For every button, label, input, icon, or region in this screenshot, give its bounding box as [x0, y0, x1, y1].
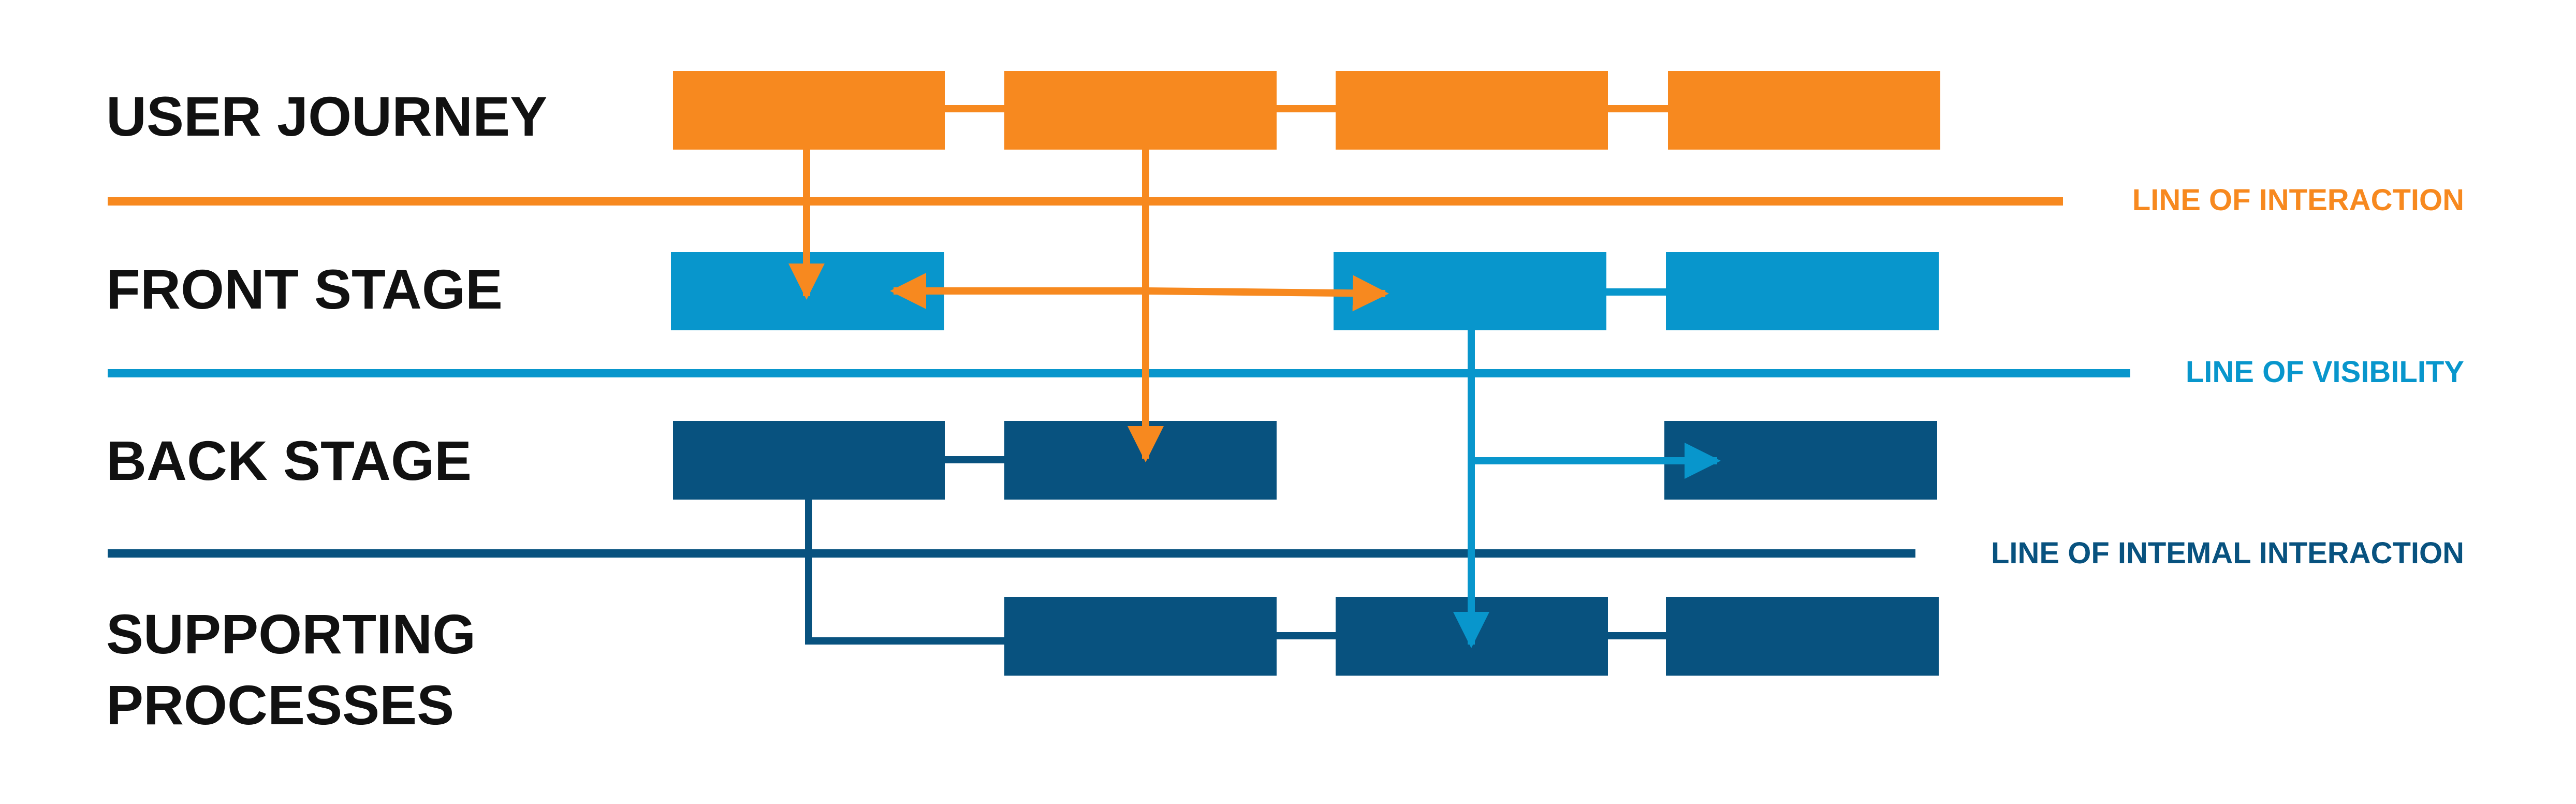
user-journey-steps	[673, 71, 1940, 150]
arrow-front-to-step2	[1145, 275, 1389, 312]
line-of-interaction-label: LINE OF INTERACTION	[2132, 183, 2464, 217]
lane-label-processes: PROCESSES	[106, 674, 454, 736]
user-journey-step-4	[1668, 71, 1940, 150]
front-stage-step-3	[1666, 252, 1939, 330]
lane-label-user-journey: USER JOURNEY	[106, 85, 547, 148]
supporting-process-steps	[1004, 597, 1939, 676]
supporting-step-3	[1666, 597, 1939, 676]
supporting-step-1	[1004, 597, 1277, 676]
back-to-supporting-connector	[805, 500, 1004, 645]
user-journey-step-3	[1336, 71, 1608, 150]
back-stage-step-1	[673, 421, 945, 500]
lane-label-back-stage: BACK STAGE	[106, 429, 472, 492]
user-journey-step-1	[673, 71, 945, 150]
back-stage-step-2	[1004, 421, 1277, 500]
line-of-visibility-label: LINE OF VISIBILITY	[2186, 355, 2464, 389]
back-stage-steps	[673, 421, 1937, 500]
line-of-internal-interaction-label: LINE OF INTEMAL INTERACTION	[1991, 536, 2464, 570]
user-journey-step-2	[1004, 71, 1277, 150]
lane-label-supporting: SUPPORTING	[106, 603, 476, 665]
lane-label-front-stage: FRONT STAGE	[106, 258, 503, 320]
